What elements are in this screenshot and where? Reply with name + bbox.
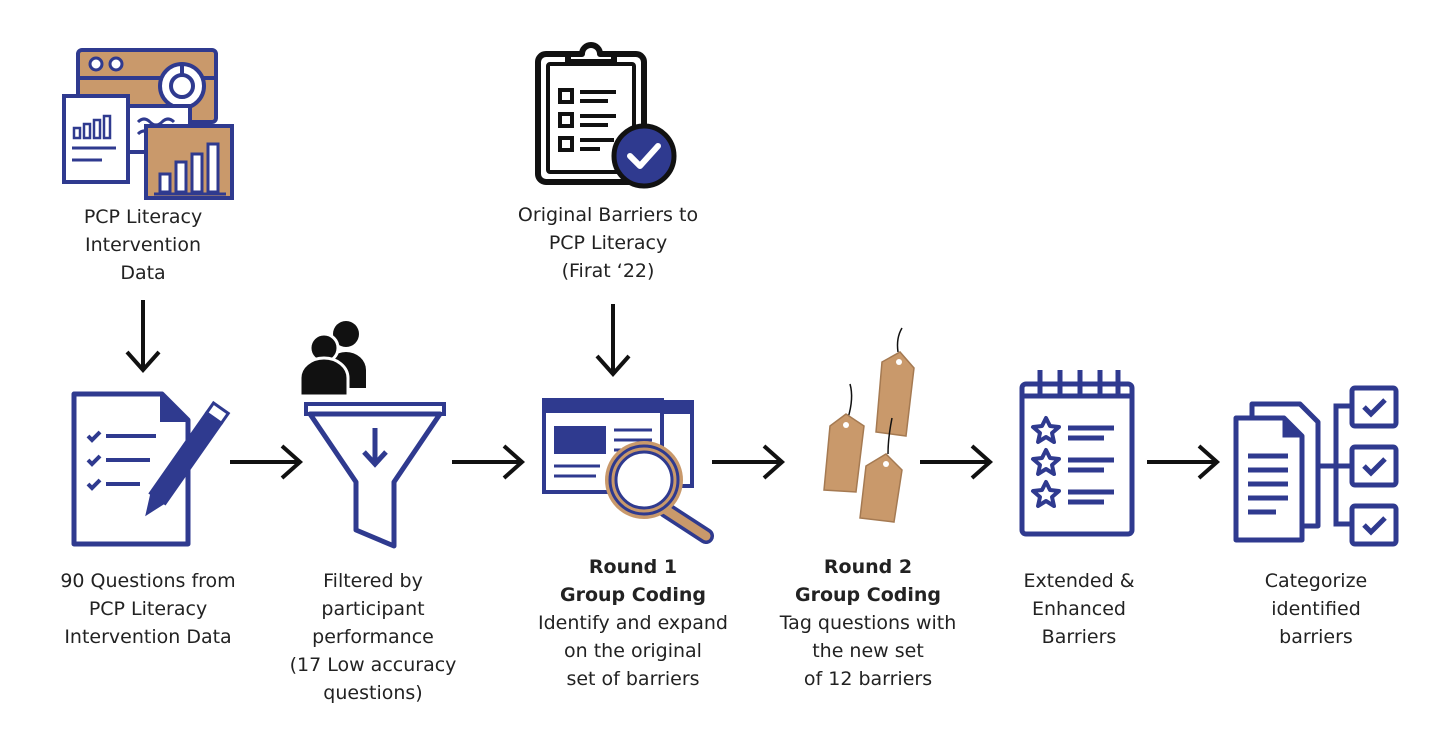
label-line: participant	[321, 598, 425, 620]
categorize-checklist-icon	[1233, 385, 1399, 547]
label-line: (17 Low accuracy	[289, 654, 457, 676]
label-line: Intervention Data	[64, 626, 232, 648]
right-arrow	[452, 444, 526, 480]
data-dashboard-icon	[62, 48, 234, 200]
label-line: Original Barriers to	[517, 204, 699, 226]
label-line: questions)	[323, 682, 423, 704]
label-line: Categorize	[1264, 570, 1368, 592]
document-pen-icon	[71, 391, 231, 547]
label-line: performance	[312, 626, 434, 648]
step-label-filtered: Filtered by participant performance (17 …	[268, 567, 478, 707]
star-notepad-icon	[1019, 370, 1135, 537]
right-arrow	[230, 444, 304, 480]
step-label-round1: Round 1 Group Coding Identify and expand…	[523, 553, 743, 693]
label-line: the new set	[812, 640, 924, 662]
label-line: set of barriers	[566, 668, 700, 690]
label-line: Identify and expand	[538, 612, 728, 634]
down-arrow	[125, 300, 161, 374]
label-line: Barriers	[1041, 626, 1117, 648]
label-line: Enhanced	[1032, 598, 1126, 620]
people-icon	[298, 321, 366, 396]
step-label-questions: 90 Questions from PCP Literacy Intervent…	[43, 567, 253, 651]
label-line: (Firat ‘22)	[561, 260, 655, 282]
label-title: Group Coding	[560, 584, 706, 606]
label-line: Filtered by	[323, 570, 423, 592]
label-line: PCP Literacy	[88, 598, 208, 620]
label-title: Group Coding	[795, 584, 941, 606]
funnel-filter-icon	[304, 402, 446, 549]
label-line: Extended &	[1023, 570, 1135, 592]
right-arrow	[920, 444, 994, 480]
right-arrow	[712, 444, 786, 480]
label-line: PCP Literacy	[548, 232, 668, 254]
label-line: identified	[1271, 598, 1361, 620]
label-line: 90 Questions from	[60, 570, 236, 592]
source-label-barriers: Original Barriers to PCP Literacy (Firat…	[493, 201, 723, 285]
label-line: Data	[120, 262, 166, 284]
right-arrow	[1147, 444, 1221, 480]
label-title: Round 2	[823, 556, 913, 578]
label-line: PCP Literacy	[83, 206, 203, 228]
down-arrow	[595, 304, 631, 378]
step-label-round2: Round 2 Group Coding Tag questions with …	[758, 553, 978, 693]
price-tags-icon	[823, 327, 915, 523]
label-line: Tag questions with	[779, 612, 957, 634]
label-line: of 12 barriers	[803, 668, 933, 690]
clipboard-check-icon	[535, 42, 677, 189]
label-line: on the original	[564, 640, 702, 662]
source-label-data: PCP Literacy Intervention Data	[43, 203, 243, 287]
browser-search-icon	[542, 398, 714, 544]
label-title: Round 1	[588, 556, 678, 578]
label-line: barriers	[1279, 626, 1353, 648]
step-label-categorize: Categorize identified barriers	[1221, 567, 1411, 651]
step-label-extended: Extended & Enhanced Barriers	[984, 567, 1174, 651]
label-line: Intervention	[85, 234, 201, 256]
